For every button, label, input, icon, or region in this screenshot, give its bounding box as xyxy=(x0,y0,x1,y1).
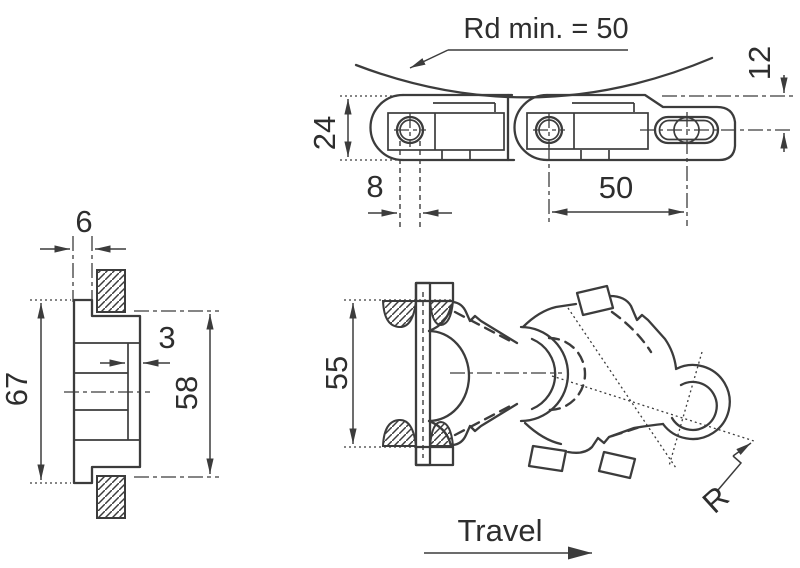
chain-link-1-top xyxy=(381,281,519,467)
link1-top-tab xyxy=(414,281,455,303)
radius-label: R xyxy=(696,479,736,520)
rail-section-top xyxy=(96,269,126,313)
lobe-bottom-left xyxy=(381,418,418,447)
link-cross-section xyxy=(72,298,142,485)
dim-67: 67 xyxy=(0,303,45,480)
chain-link-1-side xyxy=(369,93,516,162)
ball-end-ring xyxy=(661,363,731,441)
chain-link-2-top xyxy=(519,284,678,480)
dim-55-label: 55 xyxy=(319,356,354,390)
dim-24-label: 24 xyxy=(307,116,342,150)
rd-leader-arrow xyxy=(409,49,449,69)
link2-top-tab xyxy=(575,284,615,317)
jaw-outer-arc xyxy=(519,325,570,423)
dim-3: 3 xyxy=(100,320,176,367)
link2-bottom-tab-2 xyxy=(597,450,637,480)
dim-58: 58 xyxy=(169,314,214,474)
rail-section-bottom xyxy=(96,475,126,519)
dim-6-label: 6 xyxy=(75,204,92,239)
section-view: 6 3 67 58 xyxy=(0,204,219,519)
dim-12: 12 xyxy=(742,46,788,152)
bend-radius-arc xyxy=(354,56,714,99)
dim-3-label: 3 xyxy=(158,320,175,355)
bend-radius-note: Rd min. = 50 xyxy=(463,13,628,45)
link1-bottom-tab xyxy=(414,445,455,467)
dim-50: 50 xyxy=(552,170,684,216)
lobe-top-left xyxy=(381,300,418,329)
travel-label: Travel xyxy=(458,513,543,548)
link2-bottom-tab xyxy=(527,444,568,473)
dim-55: 55 xyxy=(319,303,357,444)
chain-link-2-side xyxy=(513,93,737,162)
dim-8: 8 xyxy=(366,169,452,217)
dim-8-label: 8 xyxy=(366,169,383,204)
dim-50-label: 50 xyxy=(599,170,633,205)
side-view: 24 12 8 50 Rd min. = 50 xyxy=(307,13,794,227)
radius-callout: R xyxy=(696,442,752,520)
travel-direction: Travel xyxy=(424,513,592,560)
lobe-bottom-right xyxy=(428,420,455,447)
top-view: 55 R Travel xyxy=(319,281,755,560)
socket-cavity xyxy=(427,329,471,423)
jaw-inner-arc xyxy=(530,337,557,411)
dim-12-label: 12 xyxy=(742,46,777,80)
dim-6: 6 xyxy=(40,204,126,253)
dim-67-label: 67 xyxy=(0,372,34,406)
dim-58-label: 58 xyxy=(169,376,204,410)
dim-24: 24 xyxy=(307,99,352,157)
